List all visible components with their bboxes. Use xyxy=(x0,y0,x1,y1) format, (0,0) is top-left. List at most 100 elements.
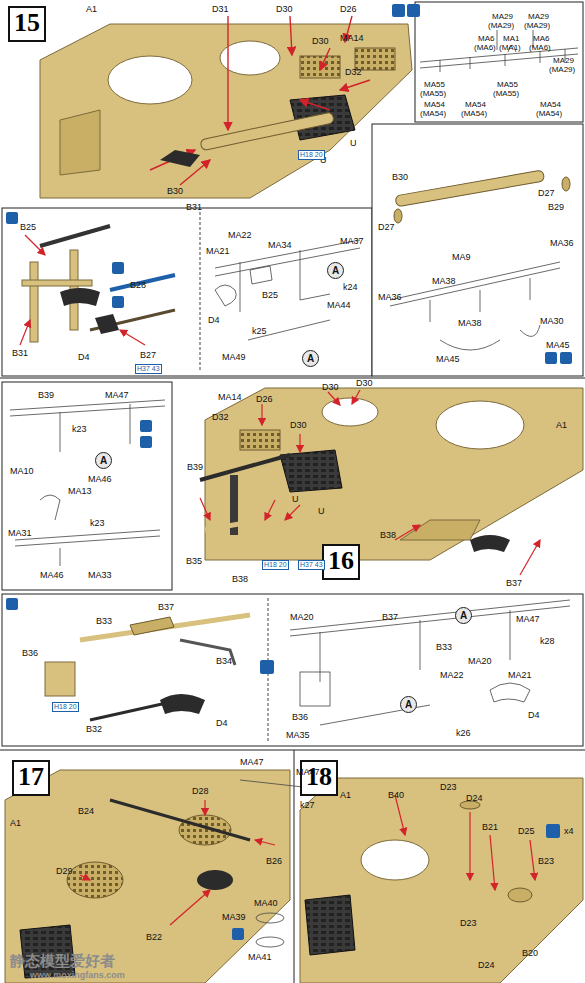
step-number-box: 15 xyxy=(8,6,46,42)
part-label: D30 xyxy=(276,4,293,14)
part-label: MA29 xyxy=(553,56,574,65)
rack-16 xyxy=(200,455,290,535)
part-label: D30 xyxy=(322,382,339,392)
part-label: B40 xyxy=(388,790,404,800)
part-label: D25 xyxy=(518,826,535,836)
part-label: MA29 xyxy=(492,12,513,21)
part-label: MA49 xyxy=(222,352,246,362)
part-label: k24 xyxy=(343,282,358,292)
part-label: D26 xyxy=(340,4,357,14)
part-label: D29 xyxy=(56,866,73,876)
part-label: D4 xyxy=(216,718,228,728)
paint-code: H18 20 xyxy=(52,702,79,712)
part-label: D23 xyxy=(460,918,477,928)
part-label: U xyxy=(350,138,357,148)
part-label: D24 xyxy=(466,793,483,803)
part-label: B37 xyxy=(506,578,522,588)
part-label: MA10 xyxy=(10,466,34,476)
callout-letter: A xyxy=(100,455,107,466)
hull-15 xyxy=(40,24,412,198)
part-label: B29 xyxy=(548,202,564,212)
part-label: (MA54) xyxy=(536,109,562,118)
part-label: B36 xyxy=(22,648,38,658)
part-label: D32 xyxy=(345,67,362,77)
part-label: k26 xyxy=(456,728,471,738)
part-label: D23 xyxy=(440,782,457,792)
part-label: MA35 xyxy=(286,730,310,740)
part-label: (MA55) xyxy=(420,89,446,98)
part-label: B35 xyxy=(186,556,202,566)
callout-circle: A xyxy=(95,452,112,469)
part-label: MA36 xyxy=(550,238,574,248)
part-label: MA31 xyxy=(8,528,32,538)
part-label: D27 xyxy=(538,188,555,198)
part-label: MA54 xyxy=(424,100,445,109)
inset-frame xyxy=(415,2,583,122)
part-label: A1 xyxy=(340,790,351,800)
part-label: MA45 xyxy=(546,340,570,350)
inset-frame xyxy=(372,124,583,376)
part-label: MA38 xyxy=(432,276,456,286)
part-label: B39 xyxy=(187,462,203,472)
part-label: A1 xyxy=(10,818,21,828)
part-label: MA46 xyxy=(40,570,64,580)
part-label: B22 xyxy=(146,932,162,942)
paint-code: H18 20 xyxy=(262,560,289,570)
part-label: B20 xyxy=(522,948,538,958)
part-label: D26 xyxy=(256,394,273,404)
part-label: (MA6) xyxy=(529,43,551,52)
part-label: D28 xyxy=(192,786,209,796)
part-label: B25 xyxy=(20,222,36,232)
part-label: (MA6) xyxy=(474,43,496,52)
part-label: MA1 xyxy=(503,34,519,43)
part-label: MA20 xyxy=(468,656,492,666)
part-label: D4 xyxy=(528,710,540,720)
part-label: A1 xyxy=(556,420,567,430)
callout-letter: A xyxy=(460,610,467,621)
tools-16 xyxy=(45,615,250,720)
step-number: 15 xyxy=(14,8,40,37)
part-label: (MA54) xyxy=(420,109,446,118)
hull-16 xyxy=(205,388,583,560)
part-label: MA14 xyxy=(218,392,242,402)
paint-code: H37 43 xyxy=(135,364,162,374)
part-label: MA6 xyxy=(478,34,494,43)
part-label: MA6 xyxy=(533,34,549,43)
callout-letter: A xyxy=(332,265,339,276)
part-label: B28 xyxy=(130,280,146,290)
part-label: B30 xyxy=(167,186,183,196)
part-label: MA21 xyxy=(508,670,532,680)
part-label: MA54 xyxy=(540,100,561,109)
part-label: MA45 xyxy=(436,354,460,364)
part-label: MA47 xyxy=(296,767,320,777)
part-label: MA14 xyxy=(340,33,364,43)
part-label: MA21 xyxy=(206,246,230,256)
part-label: MA39 xyxy=(222,912,246,922)
part-label: MA29 xyxy=(528,12,549,21)
hull-18 xyxy=(300,778,583,983)
part-label: (MA55) xyxy=(493,89,519,98)
part-label: MA30 xyxy=(540,316,564,326)
part-label: B31 xyxy=(12,348,28,358)
part-label: B26 xyxy=(266,856,282,866)
part-label: A1 xyxy=(86,4,97,14)
inset-frame xyxy=(2,594,583,746)
part-label: B21 xyxy=(482,822,498,832)
part-label: MA34 xyxy=(268,240,292,250)
callout-letter: A xyxy=(307,353,314,364)
callout-letter: A xyxy=(405,699,412,710)
callout-circle: A xyxy=(327,262,344,279)
part-label: MA9 xyxy=(452,252,471,262)
watermark: 静态模型爱好者 xyxy=(10,952,115,971)
part-label: MA47 xyxy=(105,390,129,400)
part-label: MA40 xyxy=(254,898,278,908)
part-label: (MA1) xyxy=(499,43,521,52)
part-label: k23 xyxy=(72,424,87,434)
part-label: B38 xyxy=(232,574,248,584)
part-label: D31 xyxy=(212,4,229,14)
part-label: k23 xyxy=(90,518,105,528)
part-label: B37 xyxy=(158,602,174,612)
part-d4 xyxy=(160,150,200,167)
part-label: MA47 xyxy=(516,614,540,624)
part-label: MA55 xyxy=(424,80,445,89)
